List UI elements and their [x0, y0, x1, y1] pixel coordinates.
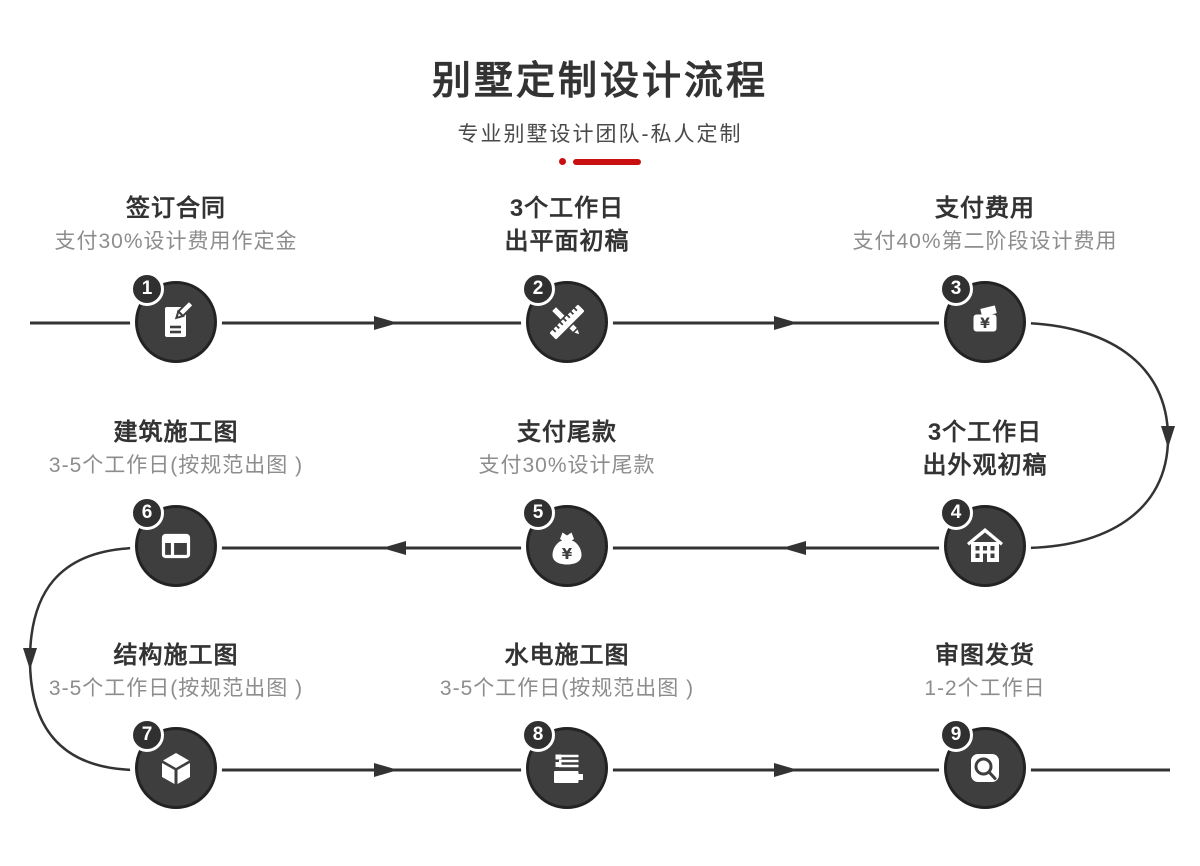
step-8-number-badge: 8: [521, 718, 555, 752]
step-1-label: 签订合同 支付30%设计费用作定金: [0, 192, 376, 258]
pipes-icon: [554, 754, 583, 783]
red-dot: [559, 158, 566, 165]
red-bar: [573, 158, 641, 165]
step-6-title: 建筑施工图: [113, 419, 239, 446]
arrow-right-2: [774, 316, 798, 330]
ruler-pencil-icon: [548, 303, 586, 341]
step-node-3: 3 ¥: [939, 272, 1026, 363]
step-9-desc: 1-2个工作日: [924, 677, 1046, 700]
step-5-label: 支付尾款 支付30%设计尾款: [367, 416, 767, 482]
right-turn-curve-bottom: [1021, 437, 1170, 550]
step-5-number-badge: 5: [521, 496, 555, 530]
step-5-desc: 支付30%设计尾款: [478, 454, 656, 477]
page-subtitle: 专业别墅设计团队-私人定制: [457, 123, 743, 146]
step-1-desc: 支付30%设计费用作定金: [54, 230, 298, 253]
arrow-right-3: [374, 763, 398, 777]
step-node-5: 5 ¥: [521, 496, 608, 587]
step-1-title: 签订合同: [126, 195, 226, 222]
step-node-1: 1: [130, 272, 217, 363]
step-8-label: 水电施工图 3-5个工作日(按规范出图 ): [367, 639, 767, 705]
money-bag-yuan-icon: ¥: [552, 532, 582, 565]
step-7-desc: 3-5个工作日(按规范出图 ): [48, 677, 304, 700]
step-7-number-badge: 7: [130, 718, 164, 752]
step-3-number-badge: 3: [939, 272, 973, 306]
header: 别墅定制设计流程 专业别墅设计团队-私人定制: [0, 0, 1200, 165]
svg-text:¥: ¥: [562, 545, 573, 563]
step-7-label: 结构施工图 3-5个工作日(按规范出图 ): [0, 639, 376, 705]
step-4-label: 3个工作日 出外观初稿: [785, 416, 1185, 482]
step-9-title: 审图发货: [935, 642, 1035, 669]
step-4-title: 3个工作日: [927, 419, 1043, 446]
step-node-9: 9: [939, 718, 1026, 809]
step-node-6: 6: [130, 496, 217, 587]
svg-text:¥: ¥: [980, 316, 990, 332]
step-2-desc: 出平面初稿: [504, 228, 630, 255]
step-9-label: 审图发货 1-2个工作日: [785, 639, 1185, 705]
step-4-number-badge: 4: [939, 496, 973, 530]
step-3-title: 支付费用: [935, 195, 1035, 222]
step-1-number-badge: 1: [130, 272, 164, 306]
right-turn-curve-top: [1021, 321, 1170, 439]
step-9-number-badge: 9: [939, 718, 973, 752]
red-underline-decoration: [0, 158, 1200, 165]
step-6-label: 建筑施工图 3-5个工作日(按规范出图 ): [0, 416, 376, 482]
arrow-left-1: [782, 541, 806, 555]
step-node-7: 7: [130, 718, 217, 809]
page-title: 别墅定制设计流程: [431, 60, 768, 103]
layout-drawing-icon: [161, 533, 191, 559]
left-turn-curve-bottom: [28, 659, 135, 772]
house-icon: [967, 528, 1003, 562]
step-8-title: 水电施工图: [504, 642, 630, 669]
arrow-right-1: [374, 316, 398, 330]
step-8-desc: 3-5个工作日(按规范出图 ): [439, 677, 695, 700]
arrow-down-left-curve: [23, 648, 37, 670]
step-7-title: 结构施工图: [113, 642, 239, 669]
arrow-left-2: [382, 541, 406, 555]
cube-icon: [162, 753, 190, 784]
step-5-title: 支付尾款: [517, 419, 617, 446]
arrow-down-right-curve: [1161, 426, 1175, 448]
step-node-8: 8: [521, 718, 608, 809]
left-turn-curve-top: [28, 546, 135, 661]
contract-document-icon: [165, 299, 195, 337]
step-2-title: 3个工作日: [509, 195, 625, 222]
arrow-right-4: [774, 763, 798, 777]
magnifier-icon: [971, 754, 999, 782]
step-3-desc: 支付40%第二阶段设计费用: [852, 230, 1118, 253]
step-node-2: 2: [521, 272, 608, 363]
step-2-number-badge: 2: [521, 272, 555, 306]
wallet-yuan-icon: ¥: [973, 303, 999, 332]
step-6-number-badge: 6: [130, 496, 164, 530]
step-node-4: 4: [939, 496, 1026, 587]
step-6-desc: 3-5个工作日(按规范出图 ): [48, 454, 304, 477]
step-2-label: 3个工作日 出平面初稿: [367, 192, 767, 258]
step-4-desc: 出外观初稿: [922, 452, 1048, 479]
step-3-label: 支付费用 支付40%第二阶段设计费用: [785, 192, 1185, 258]
